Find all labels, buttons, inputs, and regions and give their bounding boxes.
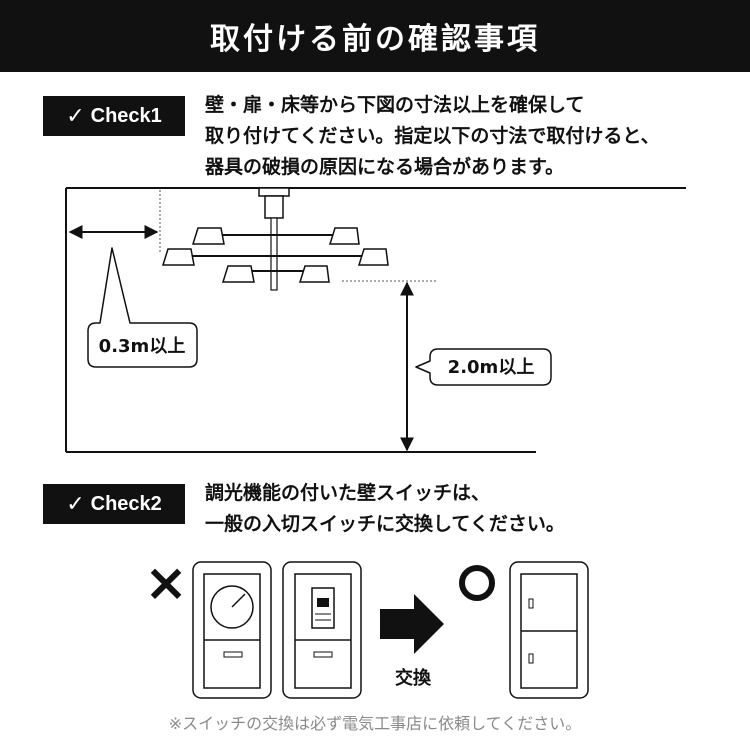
check1-line: 壁・扉・床等から下図の寸法以上を確保して	[205, 94, 585, 116]
check2-badge: ✓ Check2	[43, 484, 185, 524]
check2-line: 調光機能の付いた壁スイッチは、	[205, 482, 491, 504]
exchange-arrow-icon	[380, 594, 444, 654]
chandelier-icon	[161, 187, 389, 291]
footer-note: ※スイッチの交換は必ず電気工事店に依頼してください。	[168, 714, 582, 733]
side-clearance-label: 0.3m以上	[99, 336, 186, 357]
check1-label: Check1	[90, 104, 162, 127]
check2-line: 一般の入切スイッチに交換してください。	[205, 513, 565, 535]
ok-mark-icon	[459, 565, 495, 601]
check2-label: Check2	[90, 492, 162, 515]
dimmer-slider-switch-icon	[282, 561, 362, 699]
check2-instructions: 調光機能の付いた壁スイッチは、 一般の入切スイッチに交換してください。	[205, 478, 565, 540]
ng-mark-icon: ×	[144, 553, 188, 613]
page-title: 取付ける前の確認事項	[0, 0, 750, 72]
exchange-label: 交換	[395, 667, 432, 689]
floor-clearance-label: 2.0m以上	[448, 357, 535, 378]
check1-line: 取り付けてください。指定以下の寸法で取付けると、	[205, 125, 660, 147]
room-outline	[65, 187, 686, 453]
floor-clearance-callout: 2.0m以上	[415, 348, 552, 386]
checkmark-icon: ✓	[66, 103, 85, 129]
dimmer-dial-switch-icon	[192, 561, 272, 699]
check1-badge: ✓ Check1	[43, 96, 185, 136]
side-clearance-callout: 0.3m以上	[87, 247, 198, 368]
check1-instructions: 壁・扉・床等から下図の寸法以上を確保して 取り付けてください。指定以下の寸法で取…	[205, 90, 660, 183]
checkmark-icon: ✓	[66, 491, 85, 517]
on-off-switch-icon	[509, 561, 589, 699]
check1-line: 器具の破損の原因になる場合があります。	[205, 156, 565, 178]
